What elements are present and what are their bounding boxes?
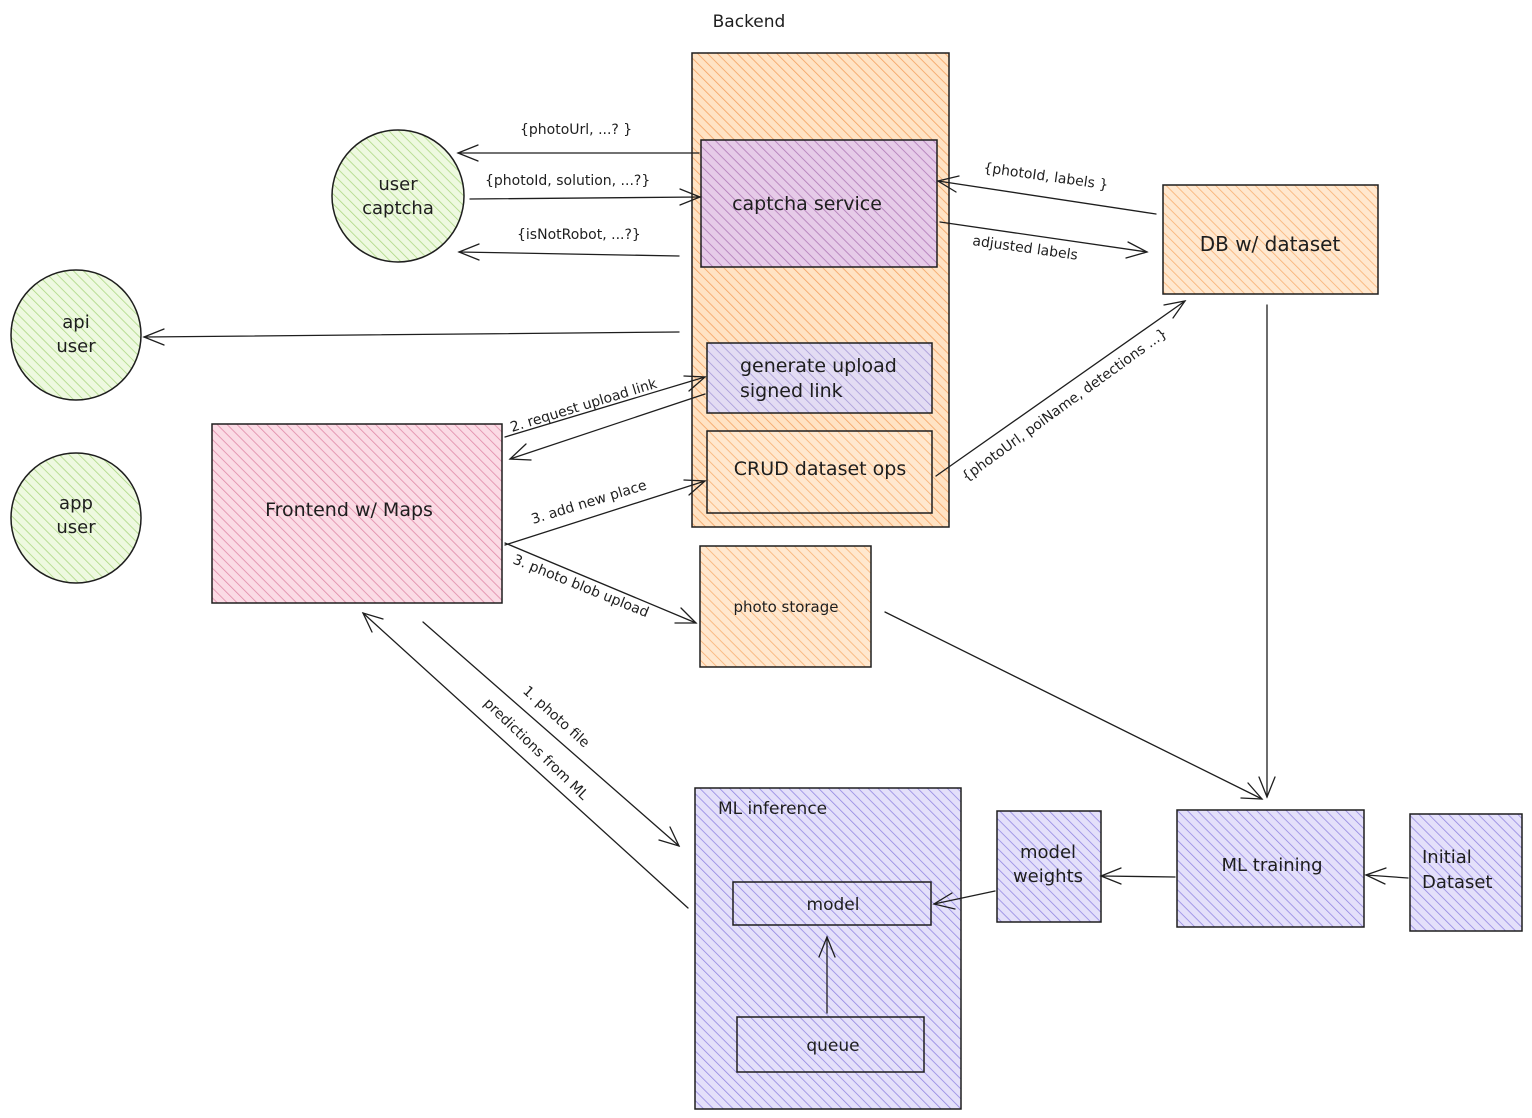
user-captcha-label-line1: user (378, 174, 418, 195)
edge-label-request-upload-link: 2. request upload link (508, 376, 659, 436)
user-captcha-node: user captcha (331, 129, 465, 263)
arrow-frontend-to-ml-inference (422, 621, 681, 848)
ml-inference-node: ML inference model queue (694, 787, 962, 1110)
queue-label: queue (806, 1036, 859, 1056)
arrow-db-to-captcha (936, 175, 1157, 215)
arrow-frontend-to-photo-storage (504, 542, 698, 624)
edge-label-photo-blob-upload: 3. photo blob upload (511, 552, 651, 621)
arrow-initial-to-training (1364, 867, 1409, 885)
captcha-service-node: captcha service (700, 139, 938, 268)
edge-label-add-new-place: 3. add new place (529, 478, 648, 528)
user-captcha-label-line2: captcha (362, 198, 434, 219)
arrow-weights-to-model (932, 890, 996, 910)
queue-node (736, 1016, 925, 1073)
backend-title: Backend (713, 12, 786, 32)
api-user-node: api user (10, 269, 142, 401)
arrow-generate-to-frontend (508, 393, 706, 461)
frontend-node: Frontend w/ Maps (211, 423, 503, 604)
ml-inference-label: ML inference (718, 799, 827, 819)
frontend-label: Frontend w/ Maps (265, 499, 433, 521)
db-dataset-node: DB w/ dataset (1162, 184, 1379, 295)
arrow-db-to-ml-training (1258, 304, 1276, 799)
edge-label-photo-id-labels: {photoId, labels } (982, 160, 1109, 193)
photo-storage-node: photo storage (699, 545, 872, 668)
edge-label-photo-url: {photoUrl, ...? } (520, 122, 632, 138)
arrow-captcha-to-db (939, 221, 1149, 259)
arrow-training-to-weights (1099, 867, 1176, 885)
crud-ops-label: CRUD dataset ops (734, 458, 907, 480)
api-user-label-line2: user (56, 336, 96, 357)
arrow-crud-to-db (935, 300, 1187, 477)
arrow-captcha-to-user-photo (456, 144, 700, 162)
edge-label-is-not-robot: {isNotRobot, ...?} (517, 227, 641, 243)
model-weights-label-line2: weights (1013, 866, 1083, 887)
app-user-label-line1: app (59, 493, 93, 514)
model-node (732, 881, 932, 926)
captcha-service-label: captcha service (732, 193, 882, 215)
generate-link-node: generate upload signed link (706, 342, 933, 414)
generate-link-label-line1: generate upload (740, 355, 897, 377)
app-user-node: app user (10, 452, 142, 584)
model-weights-node: model weights (996, 810, 1102, 923)
edge-label-predictions: predictions from ML (480, 695, 591, 803)
arrow-user-to-captcha-solution (469, 188, 702, 206)
edge-label-crud-to-db: {photoUrl, poiName, detections ...} (959, 325, 1170, 485)
initial-dataset-label-line1: Initial (1422, 847, 1472, 868)
edge-label-photo-id-solution: {photoId, solution, ...?} (485, 173, 650, 189)
db-dataset-label: DB w/ dataset (1200, 232, 1341, 256)
arrow-ml-inference-to-frontend (361, 611, 689, 909)
initial-dataset-label-line2: Dataset (1422, 872, 1493, 893)
crud-ops-node: CRUD dataset ops (706, 430, 933, 514)
generate-link-label-line2: signed link (740, 380, 843, 402)
arrow-frontend-to-crud (504, 479, 707, 546)
arrow-backend-to-api-user (142, 328, 680, 346)
initial-dataset-node: Initial Dataset (1409, 813, 1523, 932)
arrow-frontend-to-generate (504, 375, 707, 438)
model-weights-label-line1: model (1020, 842, 1076, 863)
arrow-photo-storage-to-ml-training (884, 611, 1264, 800)
api-user-label-line1: api (62, 312, 89, 333)
ml-training-label: ML training (1221, 855, 1322, 876)
ml-training-node: ML training (1176, 809, 1365, 928)
app-user-label-line2: user (56, 517, 96, 538)
model-label: model (807, 895, 860, 915)
photo-storage-label: photo storage (733, 598, 838, 616)
arrow-captcha-to-user-notrobot (457, 243, 680, 261)
arrow-queue-to-model (818, 935, 836, 1014)
edge-label-adjusted-labels: adjusted labels (971, 233, 1078, 264)
